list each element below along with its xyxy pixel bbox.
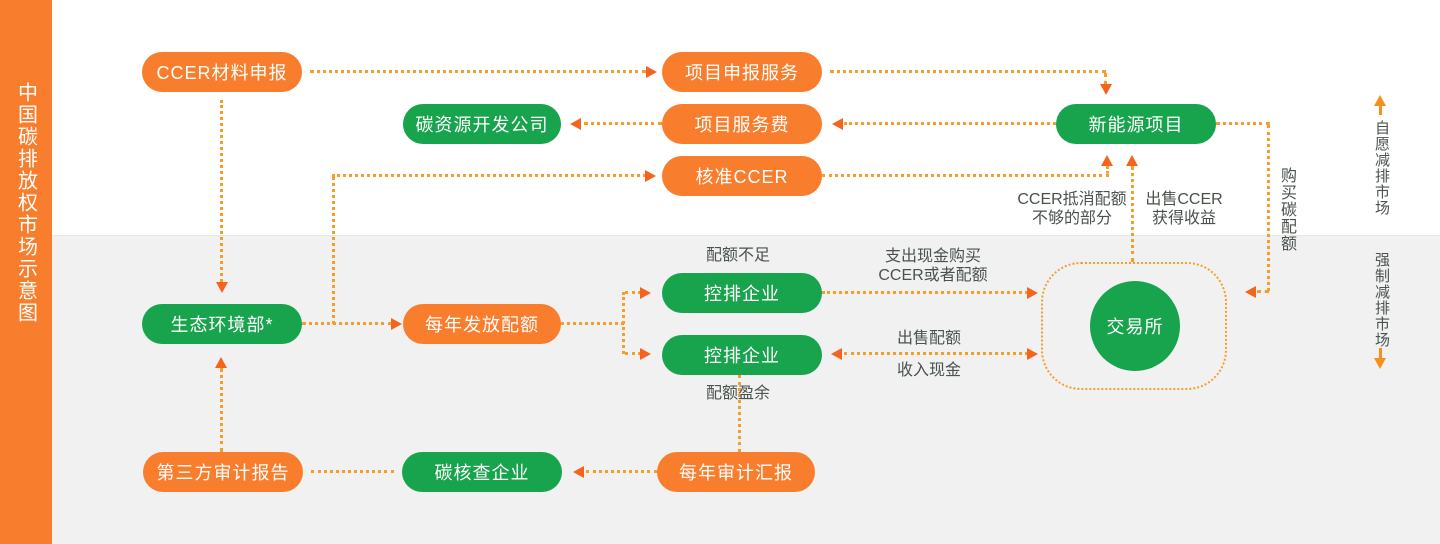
voluntary-up-arrow-stem [1379,105,1382,115]
arrowhead-down-icon [216,282,228,293]
voluntary-up-arrow-icon [1374,95,1386,106]
node-emitter-surplus: 控排企业 [662,335,822,375]
arrowhead-left-icon [573,466,584,478]
connector-report-to-moee [220,368,223,452]
arrowhead-right-icon [1027,348,1038,360]
node-carbon-dev-co: 碳资源开发公司 [403,104,561,144]
label-buy-quota: 购买碳配额 [1278,167,1295,252]
connector-moee-to-ccer [332,174,646,177]
node-approved-ccer: 核准CCER [662,156,822,196]
arrowhead-right-icon [640,287,651,299]
connector-fee-to-devco [584,122,662,125]
connector-emitter1-to-exchange [822,291,1028,294]
arrowhead-left-icon [832,118,843,130]
connector-newenergy-to-exchange-end [1257,290,1269,293]
label-quota-short: 配额不足 [706,247,771,264]
arrowhead-right-icon [1027,287,1038,299]
connector-ccer-to-newenergy-riser [1106,166,1109,174]
connector-emitter2-exchange-bidirectional [844,352,1028,355]
node-third-party-report: 第三方审计报告 [143,452,303,492]
connector-quota-to-split [561,322,624,325]
arrowhead-up-icon [1126,155,1138,166]
connector-apply-to-newenergy-drop [1104,73,1107,85]
mandatory-down-arrow-icon [1374,358,1386,369]
label-voluntary-market: 自愿减排市场 [1373,120,1390,216]
arrowhead-left-icon [1245,286,1256,298]
arrowhead-down-icon [1100,84,1112,95]
arrowhead-left-icon [570,118,581,130]
arrowhead-left-icon [831,348,842,360]
connector-ccer-to-newenergy [822,174,1109,177]
connector-moee-to-quota [302,322,392,325]
connector-newenergy-to-exchange-drop [1267,125,1270,291]
connector-newenergy-to-fee [844,122,1056,125]
exchange-node: 交易所 [1090,281,1180,371]
connector-exchange-to-newenergy [1131,166,1134,262]
connector-material-to-apply [310,70,646,73]
connector-split-riser [622,292,625,354]
arrowhead-up-icon [1101,155,1113,166]
arrowhead-right-icon [645,170,656,182]
arrowhead-right-icon [640,348,651,360]
sidebar: 中国碳排放权市场示意图 [0,0,52,544]
node-carbon-verifier: 碳核查企业 [402,452,562,492]
arrowhead-right-icon [646,66,657,78]
connector-audit-to-emitter2 [738,375,741,452]
label-sell-quota: 出售配额 [897,330,962,347]
connector-verifier-to-report [311,470,394,473]
connector-split-bottom-stub [625,352,641,355]
connector-moee-to-ccer-riser [332,177,335,324]
node-moee: 生态环境部* [142,304,302,344]
node-project-fee: 项目服务费 [662,104,822,144]
label-income-cash: 收入现金 [897,362,962,379]
node-new-energy: 新能源项目 [1056,104,1216,144]
connector-newenergy-to-exchange-top [1216,122,1270,125]
arrowhead-right-icon [391,318,402,330]
node-annual-quota: 每年发放配额 [403,304,561,344]
node-annual-audit: 每年审计汇报 [657,452,815,492]
node-emitter-short: 控排企业 [662,273,822,313]
connector-audit-to-verifier [586,470,657,473]
connector-apply-to-newenergy [830,70,1106,73]
diagram-title: 中国碳排放权市场示意图 [14,82,37,324]
connector-split-top-stub [625,291,641,294]
label-mandatory-market: 强制减排市场 [1373,252,1390,348]
node-ccer-material: CCER材料申报 [142,52,302,92]
connector-material-to-moee [220,100,223,282]
exchange-boundary [1041,262,1227,390]
arrowhead-up-icon [215,357,227,368]
node-project-apply: 项目申报服务 [662,52,822,92]
label-ccer-offset: CCER抵消配额不够的部分 [1017,191,1127,227]
label-quota-surplus: 配额盈余 [706,385,771,402]
mandatory-down-arrow-stem [1379,348,1382,358]
